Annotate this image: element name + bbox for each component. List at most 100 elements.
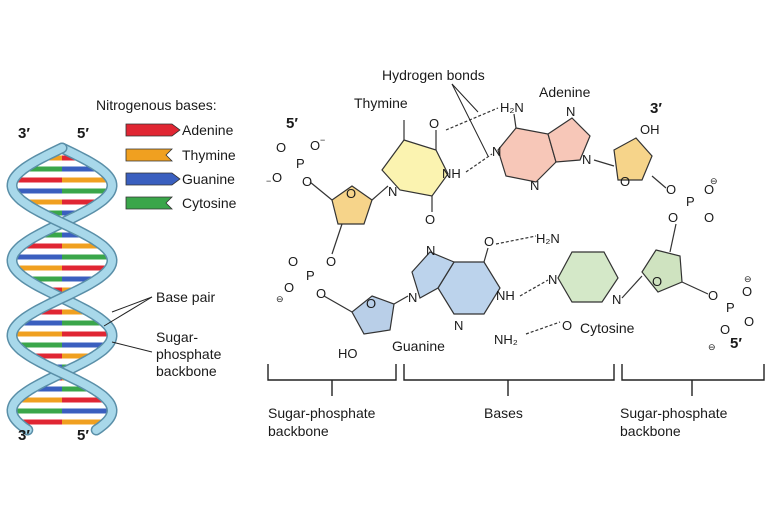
helix-bottom-left-end: 3′ xyxy=(18,427,30,444)
legend-swatch-cytosine xyxy=(125,196,173,210)
backbone-leader xyxy=(111,341,153,353)
legend-item-guanine: Guanine xyxy=(125,171,235,187)
phosphate-rb-p: P xyxy=(726,300,735,315)
legend-item-cytosine: Cytosine xyxy=(125,195,237,211)
phosphate-ml-p: P xyxy=(306,268,315,283)
phosphate-rt-o3: O xyxy=(704,210,714,225)
phosphate-tl-chain xyxy=(309,181,333,201)
sugar-adenine-o: O xyxy=(620,174,630,189)
hbond-leader-2 xyxy=(451,83,479,113)
legend-swatch-guanine xyxy=(125,172,181,186)
phosphate-tl-charge2: − xyxy=(266,176,271,186)
adenine-label: Adenine xyxy=(539,84,591,100)
backbone-label-2: phosphate xyxy=(156,346,222,362)
guanine-nh2: NH₂ xyxy=(494,332,518,347)
adenine-amine-bond xyxy=(513,113,517,129)
sugar-adenine-to-base xyxy=(593,159,615,167)
bracket-middle-label: Bases xyxy=(484,405,523,421)
phosphate-ml-o3: O xyxy=(284,280,294,295)
phosphate-rt-chain-top xyxy=(651,175,667,189)
guanine-label: Guanine xyxy=(392,338,445,354)
bracket-right-label-1: Sugar-phosphate xyxy=(620,405,728,421)
sugar-thymine-to-base xyxy=(371,185,389,201)
cytosine-o: O xyxy=(562,318,572,333)
hbond-g-c-1 xyxy=(495,235,537,245)
base-pair-leader-2 xyxy=(103,296,153,327)
hbond-g-c-3 xyxy=(525,321,561,335)
guanine-n9: N xyxy=(408,290,417,305)
hbond-g-c-2 xyxy=(519,279,549,297)
phosphate-rb-o3: O xyxy=(744,314,754,329)
phosphate-rb-o1: O xyxy=(708,288,718,303)
helix-strand-b-fill xyxy=(7,144,117,434)
thymine-o-bottom: O xyxy=(425,212,435,227)
phosphate-rt-o2: O xyxy=(704,182,714,197)
end-top-right: 3′ xyxy=(650,100,662,117)
phosphate-rb-o2: O xyxy=(742,284,752,299)
guanine-ring-5 xyxy=(411,251,455,299)
phosphate-tl-o1: O xyxy=(276,140,286,155)
backbone-label-1: Sugar- xyxy=(156,329,198,345)
legend-label-thymine: Thymine xyxy=(182,147,236,163)
cytosine-ring xyxy=(557,251,619,303)
guanine-n3: N xyxy=(454,318,463,333)
phosphate-rb-charge1: ⊖ xyxy=(744,274,752,284)
legend-title: Nitrogenous bases: xyxy=(96,97,217,113)
sugar-adenine-oh: OH xyxy=(640,122,660,137)
phosphate-ml-charge: ⊖ xyxy=(276,294,284,304)
phosphate-rt-charge: ⊖ xyxy=(710,176,718,186)
legend-swatch-adenine xyxy=(125,123,181,137)
phosphate-rt-p: P xyxy=(686,194,695,209)
legend-item-thymine: Thymine xyxy=(125,147,236,163)
bracket-right xyxy=(621,364,765,396)
base-pair-leader-1 xyxy=(111,296,153,313)
thymine-n: N xyxy=(388,184,397,199)
adenine-ring-5 xyxy=(547,117,591,163)
phosphate-rt-chain-bottom xyxy=(669,223,677,253)
sugar-thymine xyxy=(331,185,373,225)
base-pair-rungs xyxy=(12,155,112,425)
thymine-label: Thymine xyxy=(354,95,408,111)
end-top-left: 5′ xyxy=(286,115,298,132)
adenine-h2n: H₂N xyxy=(500,100,524,115)
sugar-cytosine-o: O xyxy=(652,274,662,289)
sugar-guanine-to-base xyxy=(393,295,409,305)
cytosine-n1: N xyxy=(612,292,621,307)
helix-bottom-right-end: 5′ xyxy=(77,427,89,444)
guanine-n7: N xyxy=(426,243,435,258)
phosphate-ml-o4: O xyxy=(316,286,326,301)
sugar-guanine-ho: HO xyxy=(338,346,358,361)
hbond-t-a-1 xyxy=(445,107,499,131)
helix-top-right-end: 5′ xyxy=(77,125,89,142)
cytosine-label: Cytosine xyxy=(580,320,635,336)
phosphate-tl-charge1: − xyxy=(320,135,325,145)
helix-strand-a-fill xyxy=(7,144,117,434)
phosphate-rb-chain xyxy=(681,281,709,295)
base-pair-label: Base pair xyxy=(156,289,215,305)
guanine-carbonyl xyxy=(483,247,489,263)
phosphate-tl-p: P xyxy=(296,156,305,171)
adenine-n9: N xyxy=(582,152,591,167)
hydrogen-bonds-label: Hydrogen bonds xyxy=(382,67,485,83)
legend-label-cytosine: Cytosine xyxy=(182,195,237,211)
bracket-left-label-1: Sugar-phosphate xyxy=(268,405,376,421)
sugar-adenine xyxy=(613,137,653,181)
phosphate-middle-left: O P O O ⊖ O xyxy=(276,223,353,313)
end-bottom-right: 5′ xyxy=(730,335,742,352)
cytosine-n3: N xyxy=(548,272,557,287)
phosphate-tl-o2: O xyxy=(310,138,320,153)
phosphate-top-left: P O O − O − O xyxy=(266,135,333,201)
sugar-cytosine xyxy=(641,249,683,293)
legend-label-adenine: Adenine xyxy=(182,122,234,138)
legend-swatch-thymine xyxy=(125,148,173,162)
phosphate-rt-o4: O xyxy=(668,210,678,225)
guanine-nh: NH xyxy=(496,288,515,303)
hbond-t-a-2 xyxy=(465,153,493,173)
sugar-cytosine-to-base xyxy=(621,275,643,299)
phosphate-tl-o4: O xyxy=(302,174,312,189)
phosphate-ml-chain-bottom xyxy=(323,295,353,313)
bracket-left-label-2: backbone xyxy=(268,423,329,439)
legend-label-guanine: Guanine xyxy=(182,171,235,187)
thymine-o-top: O xyxy=(429,116,439,131)
